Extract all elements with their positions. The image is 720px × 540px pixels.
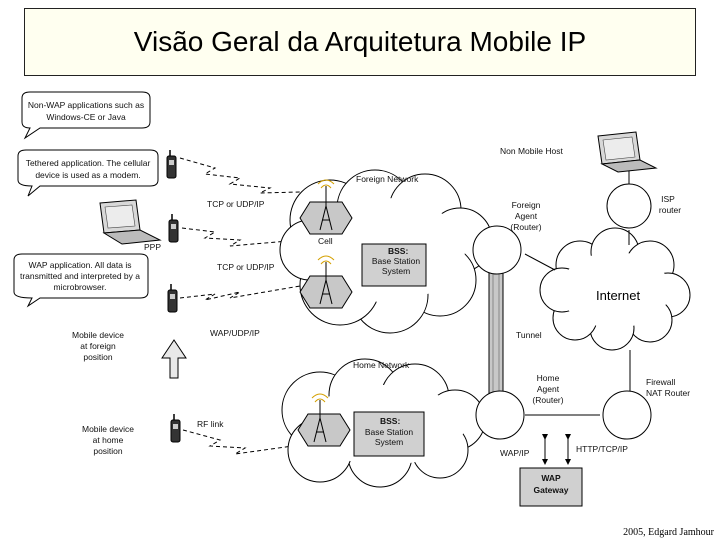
- move-up-arrow-icon: [161, 339, 187, 379]
- home-agent-line-2: Agent: [537, 384, 560, 394]
- mobile-ip-diagram: Non-WAP applications such as Windows-CE …: [13, 91, 691, 507]
- mobile-foreign-line-3: position: [83, 352, 113, 362]
- wap-gateway-box: WAP Gateway: [519, 467, 583, 507]
- phone-icon-home: [170, 414, 181, 443]
- tunnel: [488, 269, 504, 395]
- foreign-agent-line-1: Foreign: [512, 200, 541, 210]
- isp-router-icon: [606, 183, 652, 229]
- foreign-network-label: Foreign Network: [356, 174, 419, 184]
- home-agent-router-icon: [475, 390, 525, 440]
- phone-icon-laptop: [168, 214, 179, 243]
- phone-icon-wap: [167, 284, 178, 313]
- callout-non-wap-line-2: Windows-CE or Java: [46, 112, 126, 122]
- base-station-icon-home: [297, 393, 351, 447]
- home-network-label: Home Network: [353, 360, 410, 370]
- foreign-agent-router-icon: [472, 225, 522, 275]
- bss-box-foreign: BSS: Base Station System: [361, 243, 427, 287]
- internet-label: Internet: [596, 288, 640, 303]
- mobile-home-line-3: position: [93, 446, 123, 456]
- callout-wap-line-1: WAP application. All data is: [28, 260, 131, 270]
- home-agent-line-3: (Router): [532, 395, 563, 405]
- firewall-router-icon: [602, 390, 652, 440]
- wap-udp-label: WAP/UDP/IP: [210, 328, 260, 338]
- callout-non-wap-line-1: Non-WAP applications such as: [28, 100, 144, 110]
- tcp-udp-label-2: TCP or UDP/IP: [217, 262, 275, 272]
- mobile-home-line-1: Mobile device: [82, 424, 134, 434]
- page-title: Visão Geral da Arquitetura Mobile IP: [133, 26, 587, 57]
- mobile-foreign-line-1: Mobile device: [72, 330, 124, 340]
- laptop-icon: [99, 199, 162, 245]
- callout-tethered: Tethered application. The cellular devic…: [17, 149, 159, 197]
- foreign-agent-internet-link: [524, 253, 556, 271]
- internet-cloud: [539, 227, 691, 351]
- non-mobile-host-label: Non Mobile Host: [500, 146, 563, 156]
- bss-home-line-2: System: [375, 437, 403, 447]
- firewall-line-1: Firewall: [646, 377, 675, 387]
- foreign-agent-line-2: Agent: [515, 211, 538, 221]
- callout-wap-line-2: transmitted and interpreted by a: [20, 271, 140, 281]
- phone-icon-tethered: [166, 150, 177, 179]
- base-station-icon-2: [299, 255, 353, 309]
- wap-gateway-line-2: Gateway: [534, 485, 569, 495]
- home-agent-line-1: Home: [537, 373, 560, 383]
- callout-tethered-line-1: Tethered application. The cellular: [26, 158, 151, 168]
- tunnel-label: Tunnel: [516, 330, 542, 340]
- callout-wap-line-3: microbrowser.: [54, 282, 107, 292]
- cell-label: Cell: [318, 236, 333, 246]
- rf-link-label: RF link: [197, 419, 224, 429]
- callout-wap: WAP application. All data is transmitted…: [13, 253, 149, 308]
- desktop-computer-icon: [597, 131, 658, 173]
- base-station-icon-1: [299, 179, 353, 235]
- radio-links: [179, 157, 301, 455]
- isp-router-line-2: router: [659, 205, 681, 215]
- tcp-udp-label-1: TCP or UDP/IP: [207, 199, 265, 209]
- footer-credit: 2005, Edgard Jamhour: [623, 527, 714, 538]
- callout-non-wap: Non-WAP applications such as Windows-CE …: [21, 91, 151, 140]
- callout-tethered-line-2: device is used as a modem.: [35, 170, 140, 180]
- bss-home-title: BSS:: [380, 416, 400, 426]
- mobile-foreign-line-2: at foreign: [80, 341, 116, 351]
- foreign-agent-line-3: (Router): [510, 222, 541, 232]
- bss-foreign-line-1: Base Station: [372, 256, 420, 266]
- bss-foreign-line-2: System: [382, 266, 410, 276]
- wap-ip-label: WAP/IP: [500, 448, 530, 458]
- title-box: Visão Geral da Arquitetura Mobile IP: [24, 8, 696, 76]
- firewall-line-2: NAT Router: [646, 388, 690, 398]
- mobile-home-line-2: at home: [93, 435, 124, 445]
- wap-gateway-line-1: WAP: [541, 473, 561, 483]
- ppp-label: PPP: [144, 242, 161, 252]
- bss-foreign-title: BSS:: [388, 246, 408, 256]
- http-tcp-ip-label: HTTP/TCP/IP: [576, 444, 628, 454]
- bss-box-home: BSS: Base Station System: [353, 411, 425, 457]
- isp-router-line-1: ISP: [661, 194, 675, 204]
- bss-home-line-1: Base Station: [365, 427, 413, 437]
